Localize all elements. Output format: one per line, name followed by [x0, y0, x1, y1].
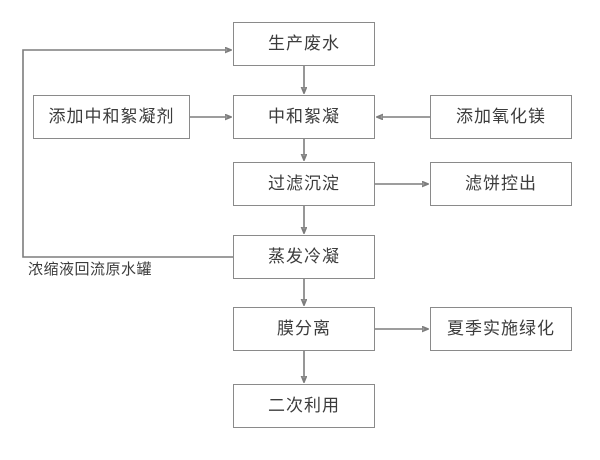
node-summer-greening[interactable]: 夏季实施绿化: [430, 307, 572, 351]
node-add-magnesium-oxide[interactable]: 添加氧化镁: [430, 95, 572, 139]
node-label: 膜分离: [277, 318, 331, 339]
node-membrane-separation[interactable]: 膜分离: [233, 307, 375, 351]
node-add-neutralizing-flocculant[interactable]: 添加中和絮凝剂: [33, 95, 190, 139]
node-label: 滤饼控出: [465, 173, 537, 194]
node-label: 添加中和絮凝剂: [48, 106, 175, 127]
edge-n4-n1-feedback: [22, 50, 233, 258]
node-label: 夏季实施绿化: [447, 318, 555, 339]
node-filter-cake-discharge[interactable]: 滤饼控出: [430, 162, 572, 206]
node-label: 添加氧化镁: [456, 106, 546, 127]
node-production-wastewater[interactable]: 生产废水: [233, 22, 375, 66]
node-label: 二次利用: [268, 395, 340, 416]
node-neutralization-flocculation[interactable]: 中和絮凝: [233, 95, 375, 139]
node-label: 中和絮凝: [268, 106, 340, 127]
node-label: 蒸发冷凝: [268, 246, 340, 267]
node-label: 生产废水: [268, 33, 340, 54]
node-label: 过滤沉淀: [268, 173, 340, 194]
node-evaporation-condensation[interactable]: 蒸发冷凝: [233, 235, 375, 279]
annotation-concentrate-return: 浓缩液回流原水罐: [28, 260, 153, 278]
node-filtration-sedimentation[interactable]: 过滤沉淀: [233, 162, 375, 206]
node-secondary-reuse[interactable]: 二次利用: [233, 384, 375, 428]
